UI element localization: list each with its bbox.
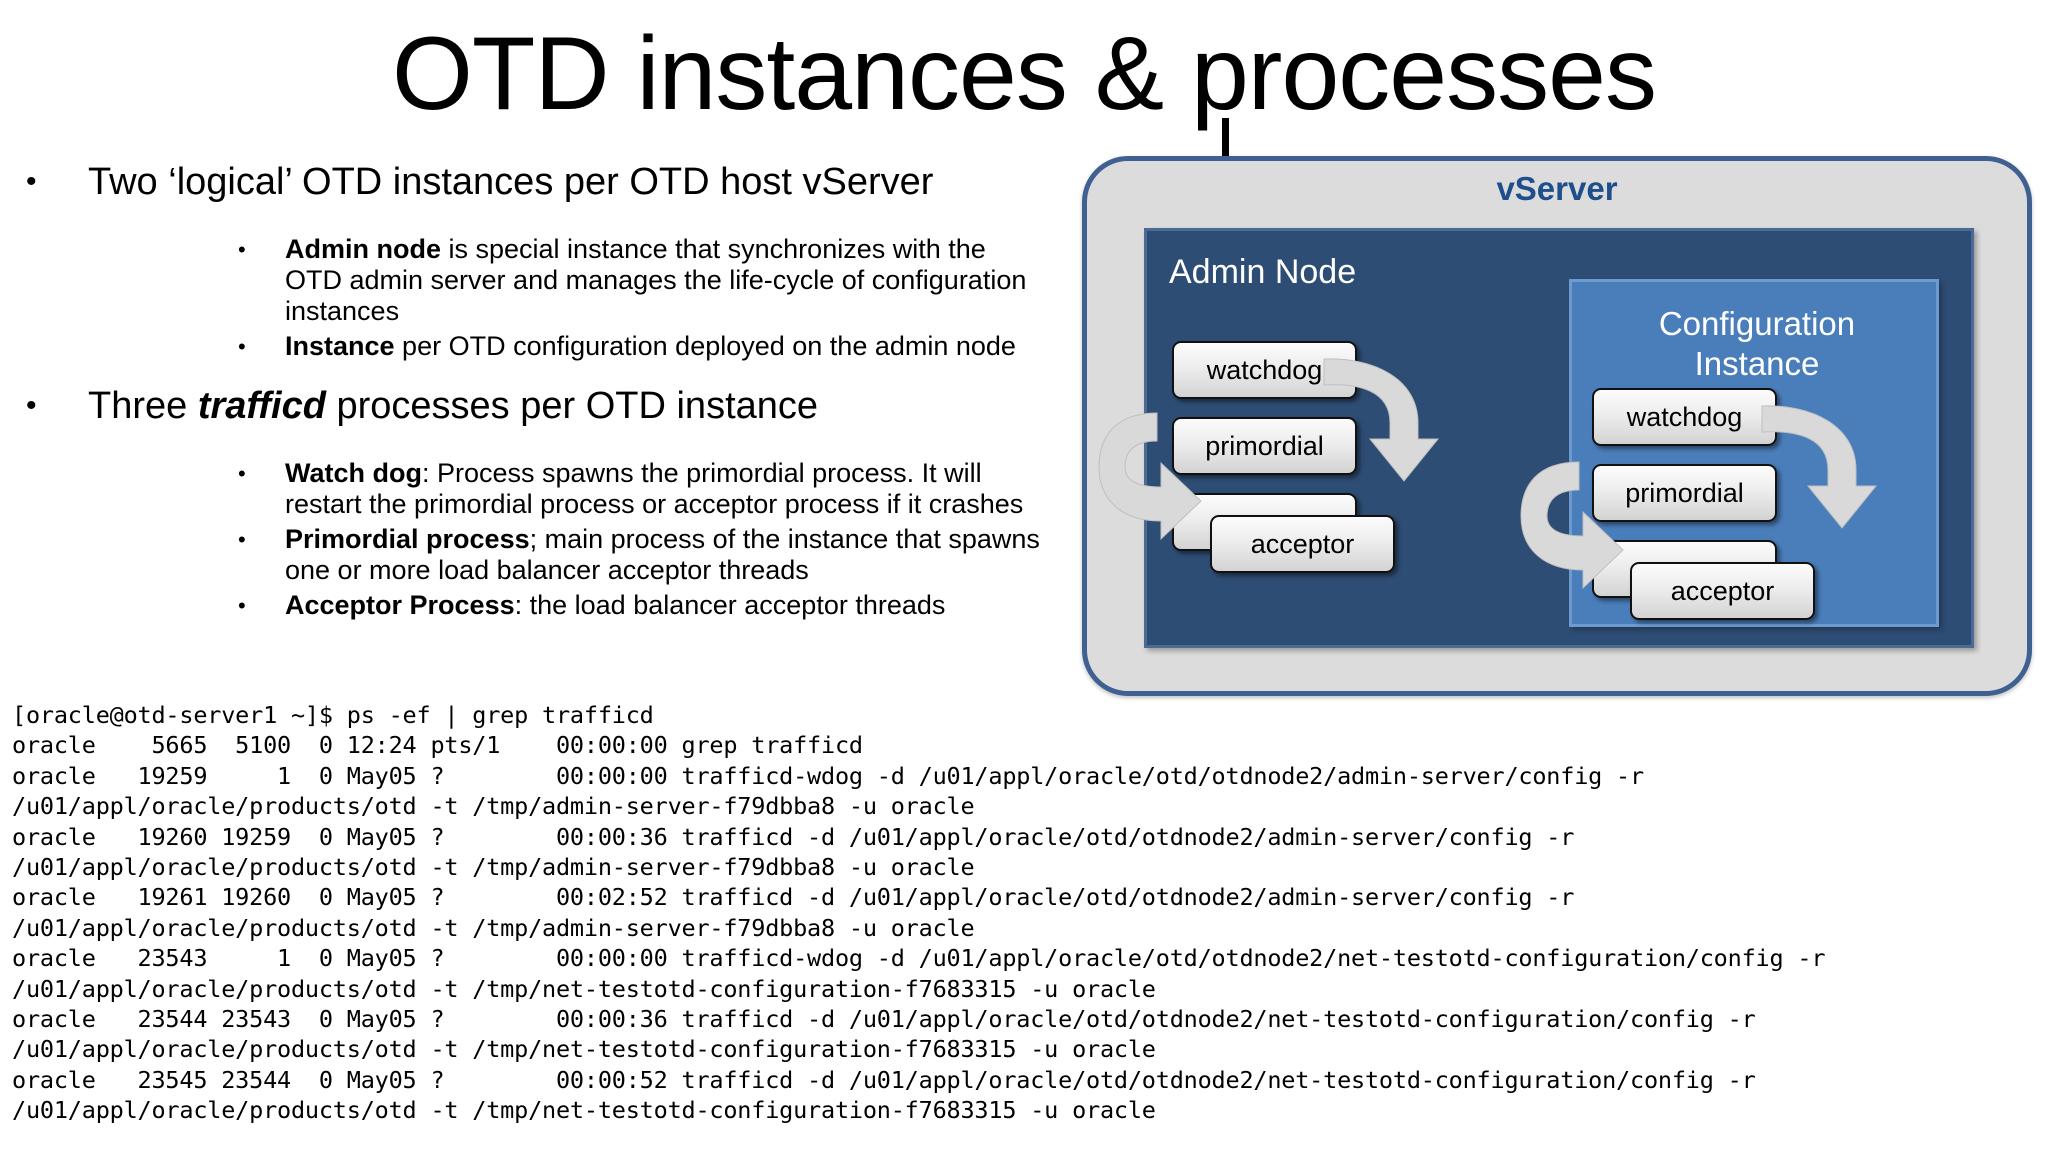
bullet-item-2: • Admin node is special instance that sy… bbox=[10, 234, 1050, 327]
bullet-item-7: • Acceptor Process: the load balancer ac… bbox=[10, 590, 1050, 621]
bullet-item-3: • Instance per OTD configuration deploye… bbox=[10, 331, 1050, 362]
terminal-line: /u01/appl/oracle/products/otd -t /tmp/ne… bbox=[12, 974, 1156, 1003]
bullet-dot-icon: • bbox=[238, 527, 246, 552]
admin-primordial-label: primordial bbox=[1205, 430, 1324, 461]
bullet-lead: Acceptor Process bbox=[285, 590, 515, 620]
terminal-output: [oracle@otd-server1 ~]$ ps -ef | grep tr… bbox=[12, 700, 2048, 1126]
bullet-lead: Admin node bbox=[285, 234, 441, 264]
config-watchdog-to-primordial-arrow bbox=[1761, 405, 1878, 529]
bullet-list: • Two ‘logical’ OTD instances per OTD ho… bbox=[10, 160, 1050, 621]
bullet-lead: Watch dog bbox=[285, 458, 422, 488]
bullet-dot-icon: • bbox=[238, 237, 246, 262]
admin-watchdog-label: watchdog bbox=[1206, 354, 1323, 385]
admin-node-label: Admin Node bbox=[1169, 253, 1357, 291]
bullet-item-1: • Two ‘logical’ OTD instances per OTD ho… bbox=[10, 160, 1050, 204]
terminal-line: oracle 19259 1 0 May05 ? 00:00:00 traffi… bbox=[12, 761, 1644, 790]
config-acceptor-label: acceptor bbox=[1670, 575, 1775, 606]
vserver-label: vServer bbox=[1496, 170, 1618, 207]
terminal-line: /u01/appl/oracle/products/otd -t /tmp/ad… bbox=[12, 792, 975, 821]
bullet-text-pre: Three bbox=[88, 385, 198, 427]
bullet-text: Two ‘logical’ OTD instances per OTD host… bbox=[88, 161, 934, 203]
bullet-dot-icon: • bbox=[26, 389, 37, 422]
config-primordial-box: primordial bbox=[1592, 464, 1777, 522]
bullet-text: : the load balancer acceptor threads bbox=[514, 590, 946, 620]
admin-acceptor-label: acceptor bbox=[1250, 528, 1355, 559]
terminal-line: oracle 19260 19259 0 May05 ? 00:00:36 tr… bbox=[12, 822, 1575, 851]
otd-architecture-diagram: vServer Admin Node watchdog primordial p… bbox=[1082, 156, 2032, 696]
bullet-lead: Primordial process bbox=[285, 524, 530, 554]
bullet-dot-icon: • bbox=[238, 334, 246, 359]
terminal-line: /u01/appl/oracle/products/otd -t /tmp/ad… bbox=[12, 853, 975, 882]
configuration-instance-label-line1: Configuration bbox=[1658, 305, 1856, 342]
admin-node-panel: Admin Node watchdog primordial process a… bbox=[1098, 228, 1974, 648]
bullet-dot-icon: • bbox=[26, 165, 37, 198]
bullet-text-post: processes per OTD instance bbox=[325, 385, 819, 427]
bullet-emphasis: trafficd bbox=[197, 385, 326, 427]
config-watchdog-box: watchdog bbox=[1592, 388, 1777, 446]
admin-watchdog-box: watchdog bbox=[1172, 341, 1357, 399]
bullet-text: per OTD configuration deployed on the ad… bbox=[394, 331, 1016, 361]
configuration-instance-panel: Configuration Instance watchdog primordi… bbox=[1520, 279, 1942, 627]
spacer bbox=[10, 362, 1050, 384]
config-watchdog-label: watchdog bbox=[1626, 401, 1743, 432]
spacer bbox=[10, 432, 1050, 454]
bullet-text: is special instance that synchronizes wi… bbox=[285, 234, 1027, 326]
configuration-instance-label-line2: Instance bbox=[1694, 345, 1820, 382]
terminal-line: oracle 23543 1 0 May05 ? 00:00:00 traffi… bbox=[12, 944, 1826, 973]
bullet-dot-icon: • bbox=[238, 461, 246, 486]
bullet-item-4: • Three trafficd processes per OTD insta… bbox=[10, 384, 1050, 428]
page-title: OTD instances & processes bbox=[392, 16, 1657, 132]
connector-stem bbox=[1222, 118, 1229, 164]
admin-acceptor-box: acceptor bbox=[1210, 515, 1395, 573]
terminal-line: oracle 19261 19260 0 May05 ? 00:02:52 tr… bbox=[12, 883, 1575, 912]
terminal-line: [oracle@otd-server1 ~]$ ps -ef | grep tr… bbox=[12, 701, 654, 729]
terminal-line: /u01/appl/oracle/products/otd -t /tmp/ne… bbox=[12, 1035, 1156, 1064]
terminal-line: /u01/appl/oracle/products/otd -t /tmp/ne… bbox=[12, 1096, 1156, 1125]
bullet-text: ; main process of the instance that spaw… bbox=[285, 524, 1040, 585]
bullet-item-5: • Watch dog: Process spawns the primordi… bbox=[10, 458, 1050, 520]
admin-primordial-box: primordial bbox=[1172, 417, 1357, 475]
terminal-line: oracle 5665 5100 0 12:24 pts/1 00:00:00 … bbox=[12, 731, 863, 760]
bullet-text: : Process spawns the primordial process.… bbox=[285, 458, 1024, 519]
bullet-lead: Instance bbox=[285, 331, 395, 361]
config-acceptor-box: acceptor bbox=[1630, 562, 1815, 620]
bullet-dot-icon: • bbox=[238, 593, 246, 618]
bullet-item-6: • Primordial process; main process of th… bbox=[10, 524, 1050, 586]
config-primordial-label: primordial bbox=[1625, 477, 1744, 508]
spacer bbox=[10, 208, 1050, 230]
terminal-line: /u01/appl/oracle/products/otd -t /tmp/ad… bbox=[12, 913, 975, 942]
terminal-line: oracle 23544 23543 0 May05 ? 00:00:36 tr… bbox=[12, 1005, 1756, 1034]
configuration-instance-label: Configuration Instance bbox=[1572, 304, 1942, 384]
terminal-line: oracle 23545 23544 0 May05 ? 00:00:52 tr… bbox=[12, 1065, 1756, 1094]
